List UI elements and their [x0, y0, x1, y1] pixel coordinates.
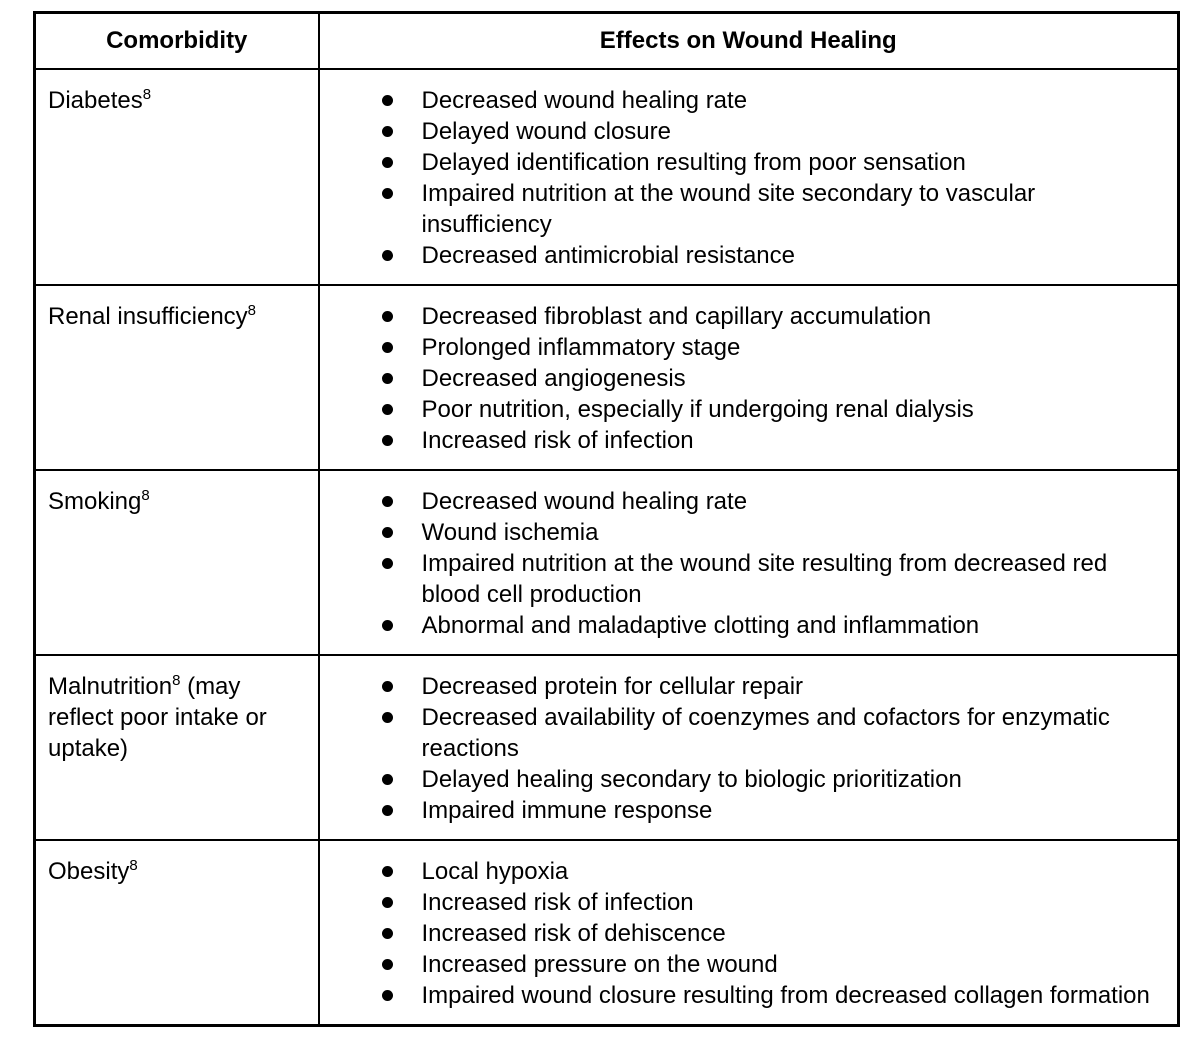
effect-item: Impaired wound closure resulting from de… [320, 980, 1156, 1011]
effect-item: Decreased protein for cellular repair [320, 671, 1156, 702]
effect-item: Decreased antimicrobial resistance [320, 240, 1156, 271]
effect-item: Decreased availability of coenzymes and … [320, 702, 1156, 764]
effect-item: Prolonged inflammatory stage [320, 332, 1156, 363]
effect-item: Increased risk of infection [320, 887, 1156, 918]
effect-item: Abnormal and maladaptive clotting and in… [320, 610, 1156, 641]
effect-item: Delayed wound closure [320, 116, 1156, 147]
effect-item: Decreased wound healing rate [320, 85, 1156, 116]
comorbidity-name: Renal insufficiency [48, 303, 248, 330]
comorbidity-cell: Malnutrition8 (may reflect poor intake o… [33, 654, 320, 841]
effect-item: Increased risk of infection [320, 425, 1156, 456]
reference-superscript: 8 [172, 672, 181, 689]
comorbidity-name: Malnutrition [48, 673, 173, 700]
effect-item: Increased risk of dehiscence [320, 918, 1156, 949]
column-header-comorbidity: Comorbidity [33, 11, 320, 70]
reference-superscript: 8 [141, 487, 150, 504]
reference-superscript: 8 [247, 302, 257, 319]
effect-item: Local hypoxia [320, 856, 1156, 887]
column-header-effects: Effects on Wound Healing [317, 11, 1180, 70]
effects-cell: Decreased fibroblast and capillary accum… [317, 284, 1180, 471]
effect-item: Poor nutrition, especially if undergoing… [320, 394, 1156, 425]
effects-list: Decreased fibroblast and capillary accum… [320, 301, 1156, 456]
effect-item: Impaired nutrition at the wound site res… [320, 548, 1156, 610]
effect-item: Impaired immune response [320, 795, 1156, 826]
effect-item: Decreased wound healing rate [320, 486, 1156, 517]
comorbidity-cell: Diabetes8 [33, 68, 320, 286]
effect-item: Impaired nutrition at the wound site sec… [320, 178, 1156, 240]
comorbidity-table: Comorbidity Effects on Wound Healing Dia… [33, 11, 1180, 1027]
reference-superscript: 8 [142, 86, 152, 103]
effect-item: Delayed healing secondary to biologic pr… [320, 764, 1156, 795]
effect-item: Increased pressure on the wound [320, 949, 1156, 980]
effect-item: Decreased fibroblast and capillary accum… [320, 301, 1156, 332]
comorbidity-name: Diabetes [48, 87, 143, 114]
comorbidity-name: Obesity [48, 858, 130, 885]
comorbidity-cell: Smoking8 [33, 469, 320, 656]
effect-item: Delayed identification resulting from po… [320, 147, 1156, 178]
header-row: Comorbidity Effects on Wound Healing [33, 11, 1180, 70]
table-row: Malnutrition8 (may reflect poor intake o… [33, 654, 1180, 841]
table-row: Renal insufficiency8 Decreased fibroblas… [33, 284, 1180, 471]
reference-superscript: 8 [129, 857, 138, 874]
comorbidity-note: (may reflect poor intake or uptake) [48, 673, 267, 762]
effect-item: Decreased angiogenesis [320, 363, 1156, 394]
effect-item: Wound ischemia [320, 517, 1156, 548]
comorbidity-name: Smoking [48, 488, 142, 515]
comorbidity-table-container: Comorbidity Effects on Wound Healing Dia… [33, 11, 1180, 1027]
comorbidity-cell: Obesity8 [33, 839, 320, 1027]
comorbidity-cell: Renal insufficiency8 [33, 284, 320, 471]
table-header: Comorbidity Effects on Wound Healing [33, 11, 1180, 70]
